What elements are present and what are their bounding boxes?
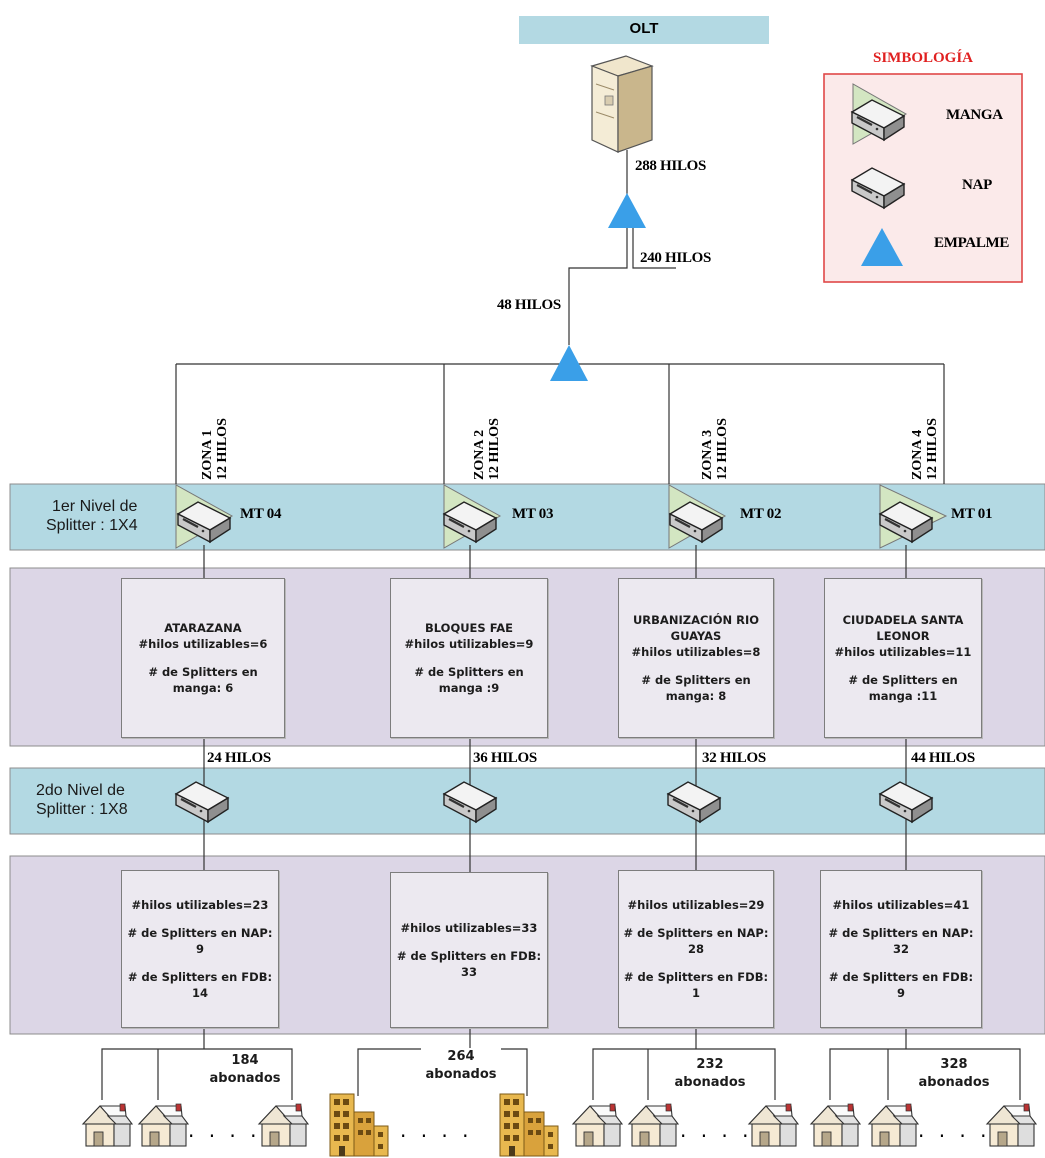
house-icon	[868, 1103, 919, 1147]
first-level-label: 1er Nivel de Splitter : 1X4	[46, 498, 138, 534]
legend-empalme-label: EMPALME	[934, 235, 1010, 251]
house-icon	[748, 1103, 799, 1147]
ellipsis: · · · ·	[188, 1124, 261, 1148]
mt-label: MT 03	[512, 506, 554, 522]
olt-label: OLT	[629, 20, 659, 37]
nap-box-zone-4: #hilos utilizables=41 # de Splitters en …	[820, 870, 982, 1028]
house-icon	[258, 1103, 309, 1147]
trunk-main-label: 288 HILOS	[635, 158, 707, 174]
building-icon	[499, 1093, 559, 1157]
trunk-lines	[101, 150, 1021, 1100]
mt-label: MT 04	[240, 506, 282, 522]
link-hilos-label: 36 HILOS	[473, 750, 537, 766]
house-icon	[572, 1103, 623, 1147]
legend-title: SIMBOLOGÍA	[872, 50, 974, 66]
house-icon	[138, 1103, 189, 1147]
manga-box-zone-2: BLOQUES FAE#hilos utilizables=9 # de Spl…	[390, 578, 548, 738]
ellipsis: · · · ·	[918, 1124, 991, 1148]
house-icon	[810, 1103, 861, 1147]
trunk-feed-label: 48 HILOS	[497, 297, 561, 313]
olt-bar	[519, 16, 769, 44]
house-icon	[986, 1103, 1037, 1147]
nap-box-zone-1: #hilos utilizables=23 # de Splitters en …	[121, 870, 279, 1028]
olt-server-icon	[590, 55, 654, 153]
link-hilos-label: 24 HILOS	[207, 750, 271, 766]
empalme-icon	[861, 228, 903, 266]
nap-box-zone-2: #hilos utilizables=33 # de Splitters en …	[390, 872, 548, 1028]
legend-nap-label: NAP	[962, 177, 992, 193]
legend-manga-label: MANGA	[946, 107, 1003, 123]
trunk-branch-label: 240 HILOS	[640, 250, 712, 266]
second-level-label: 2do Nivel de Splitter : 1X8	[36, 782, 128, 818]
ellipsis: · · · ·	[680, 1124, 753, 1148]
house-icon	[82, 1103, 133, 1147]
ellipsis: · · · ·	[400, 1124, 473, 1148]
mt-label: MT 02	[740, 506, 782, 522]
building-icon	[329, 1093, 389, 1157]
link-hilos-label: 44 HILOS	[911, 750, 975, 766]
empalme-icon	[608, 193, 646, 228]
house-icon	[628, 1103, 679, 1147]
empalme-icon	[550, 345, 588, 381]
mt-label: MT 01	[951, 506, 993, 522]
link-hilos-label: 32 HILOS	[702, 750, 766, 766]
nap-box-zone-3: #hilos utilizables=29 # de Splitters en …	[618, 870, 774, 1028]
manga-box-zone-1: ATARAZANA#hilos utilizables=6 # de Split…	[121, 578, 285, 738]
